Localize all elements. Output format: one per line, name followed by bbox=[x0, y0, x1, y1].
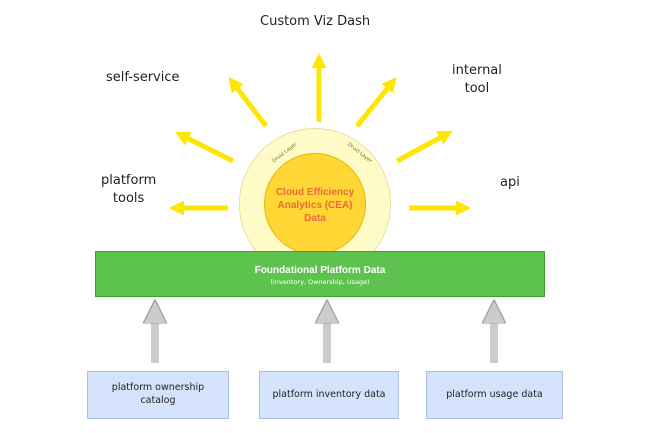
foundation-title: Foundational Platform Data bbox=[254, 265, 386, 276]
output-platform-tools: platform tools bbox=[101, 172, 156, 207]
ray-upper-left bbox=[228, 76, 268, 128]
output-api: api bbox=[500, 175, 520, 190]
cea-line3: Data bbox=[304, 213, 326, 224]
ray-mid-right bbox=[395, 130, 453, 164]
cea-line1: Cloud Efficiency bbox=[275, 187, 355, 198]
output-platform-tools-line1: platform bbox=[101, 173, 157, 188]
ray-mid-left bbox=[174, 131, 235, 164]
foundation-subtitle: (Inventory, Ownership, Usage) bbox=[270, 278, 370, 286]
cea-line2: Analytics (CEA) bbox=[277, 200, 353, 211]
source-ownership-line2: catalog bbox=[140, 395, 176, 406]
sun-core bbox=[264, 153, 366, 255]
ray-upper-right bbox=[355, 77, 397, 128]
source-usage-label: platform usage data bbox=[446, 388, 543, 400]
output-custom-viz-dash: Custom Viz Dash bbox=[260, 14, 371, 29]
output-self-service: self-service bbox=[106, 70, 180, 85]
source-ownership-catalog: platform ownership catalog bbox=[87, 371, 229, 419]
source-usage-data: platform usage data bbox=[426, 371, 563, 419]
output-platform-tools-line2: tools bbox=[112, 190, 145, 206]
output-internal-tool-line1: internal bbox=[452, 63, 502, 78]
output-internal-tool-line2: tool bbox=[464, 80, 490, 96]
output-internal-tool: internal tool bbox=[452, 62, 502, 97]
source-ownership-line1: platform ownership bbox=[111, 382, 205, 394]
foundational-platform-data-bar: Foundational Platform Data (Inventory, O… bbox=[95, 251, 545, 297]
cea-data-label: Cloud Efficiency Analytics (CEA) Data bbox=[262, 186, 368, 225]
source-inventory-label: platform inventory data bbox=[272, 388, 386, 400]
source-inventory-data: platform inventory data bbox=[259, 371, 399, 419]
